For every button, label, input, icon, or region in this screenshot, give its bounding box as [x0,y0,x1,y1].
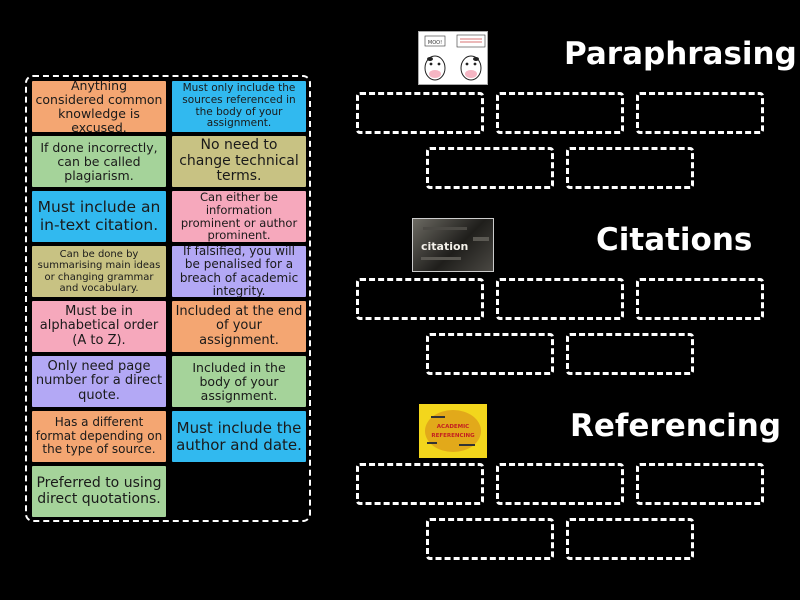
drop-slot[interactable] [636,463,764,505]
cows-cartoon-image: MOO! [418,31,488,85]
svg-text:ACADEMIC: ACADEMIC [437,424,469,430]
drop-slot[interactable] [426,333,554,375]
drop-slot[interactable] [496,278,624,320]
answer-card[interactable]: Preferred to using direct quotations. [32,466,166,517]
group-title-referencing: Referencing [570,408,782,444]
drop-slot[interactable] [356,278,484,320]
card-pool [25,75,311,522]
drop-slot[interactable] [496,463,624,505]
group-title-paraphrasing: Paraphrasing [564,36,797,72]
svg-text:MOO!: MOO! [428,40,442,46]
answer-card[interactable]: Must be in alphabetical order (A to Z). [32,301,166,352]
answer-card[interactable]: If done incorrectly, can be called plagi… [32,136,166,187]
answer-card[interactable]: Anything considered common knowledge is … [32,78,166,134]
drop-slot[interactable] [566,333,694,375]
answer-card[interactable]: Only need page number for a direct quote… [32,356,166,407]
drop-slot[interactable] [566,518,694,560]
answer-card[interactable]: If falsified, you will be penalised for … [172,244,306,298]
drop-slot[interactable] [566,147,694,189]
citation-word-image: citation [412,218,494,272]
drop-slot[interactable] [426,147,554,189]
drop-slot[interactable] [356,463,484,505]
drop-slot[interactable] [636,278,764,320]
answer-card[interactable]: Must only include the sources referenced… [172,81,306,132]
answer-card[interactable]: Must include an in-text citation. [32,191,166,242]
drop-slot[interactable] [426,518,554,560]
answer-card[interactable]: No need to change technical terms. [172,136,306,187]
drop-slot[interactable] [496,92,624,134]
answer-card[interactable]: Can either be information prominent or a… [172,190,306,242]
answer-card[interactable]: Has a different format depending on the … [32,411,166,462]
academic-referencing-image: ACADEMIC REFERENCING [419,404,487,458]
answer-card[interactable]: Must include the author and date. [172,411,306,462]
svg-text:REFERENCING: REFERENCING [431,433,475,439]
group-title-citations: Citations [596,222,753,258]
answer-card[interactable]: Included at the end of your assignment. [172,301,306,352]
answer-card[interactable]: Can be done by summarising main ideas or… [32,246,166,297]
svg-text:citation: citation [421,240,468,253]
drop-slot[interactable] [356,92,484,134]
answer-card[interactable]: Included in the body of your assignment. [172,356,306,407]
drop-slot[interactable] [636,92,764,134]
